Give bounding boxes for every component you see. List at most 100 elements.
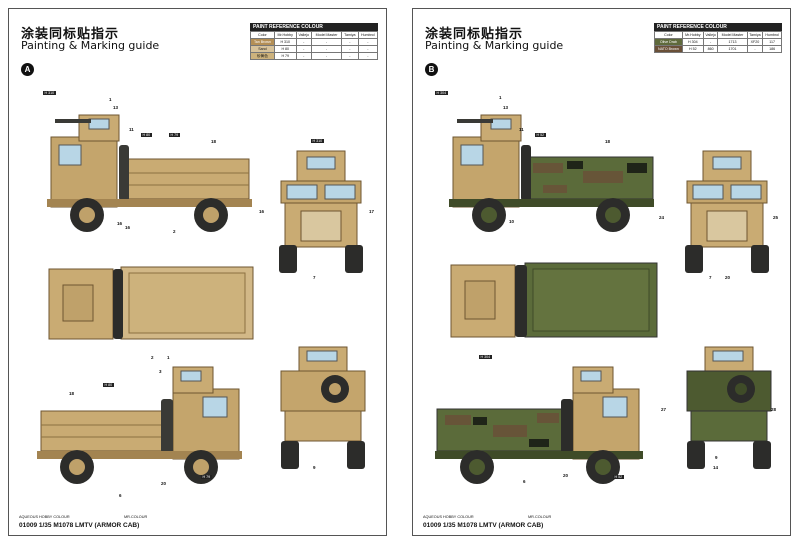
truck-rear-view <box>686 346 772 469</box>
painting-guide-sheet-b: 涂装同标贴指示 Painting & Marking guide B PAINT… <box>412 8 791 536</box>
part-number: 27 <box>661 407 667 412</box>
part-number: 18 <box>605 139 611 144</box>
ref-row: Sand H 80 - - - - <box>250 45 379 53</box>
ref-color-name: Sand <box>250 45 275 53</box>
ref-mrhobby: H 79 <box>273 52 297 60</box>
part-number: 18 <box>211 139 217 144</box>
ref-row: Olive Drab H 304 - 1713 XF20 117 <box>654 38 782 46</box>
ref-vallejo: - <box>295 38 312 46</box>
ref-header: Humbrol <box>762 31 782 39</box>
truck-side-view-right <box>47 114 252 232</box>
paint-reference-table: PAINT REFERENCE COLOUR Color Mr.Hobby Va… <box>654 23 782 53</box>
ref-mrhobby: H 80 <box>273 45 297 53</box>
ref-color-name: Olive Drab <box>654 38 683 46</box>
paint-callout: H 52 <box>613 475 624 479</box>
part-number: 17 <box>369 209 375 214</box>
footer-note: AQUEOUS HOBBY COLOUR <box>423 515 474 519</box>
part-number: 16 <box>259 209 265 214</box>
ref-header: Model Master <box>717 31 748 39</box>
footer-note: MR.COLOUR <box>124 515 148 519</box>
part-number: 1 <box>167 355 170 360</box>
part-number: 7 <box>313 275 316 280</box>
ref-humbrol: - <box>357 38 379 46</box>
footer-note: AQUEOUS HOBBY COLOUR <box>19 515 70 519</box>
ref-tamiya: XF20 <box>746 38 764 46</box>
part-number: 14 <box>713 465 719 470</box>
truck-front-view <box>685 150 769 273</box>
truck-side-view-left <box>37 366 242 484</box>
part-number: 11 <box>519 127 524 132</box>
page-title: Painting & Marking guide <box>425 39 564 52</box>
ref-header: Vallejo <box>702 31 719 39</box>
paint-callout: H 52 <box>535 133 546 137</box>
ref-header: Tamiya <box>746 31 764 39</box>
part-number: 10 <box>509 219 515 224</box>
part-number: 20 <box>725 275 731 280</box>
scheme-badge: A <box>21 63 34 76</box>
part-number: 20 <box>161 481 167 486</box>
part-number: 6 <box>523 479 526 484</box>
part-number: 24 <box>659 215 665 220</box>
truck-front-view <box>279 150 363 273</box>
ref-header: Mr.Hobby <box>273 31 297 39</box>
ref-tamiya: - <box>341 52 359 60</box>
truck-top-view <box>48 266 254 340</box>
ref-header: Mr.Hobby <box>681 31 704 39</box>
ref-tamiya: - <box>341 38 359 46</box>
part-number: 2 <box>151 355 154 360</box>
ref-humbrol: 117 <box>762 38 782 46</box>
part-number: 2 <box>173 229 176 234</box>
ref-color-name: Tan Brown <box>250 38 275 46</box>
part-number: 1 <box>109 97 112 102</box>
part-number: 11 <box>129 127 134 132</box>
ref-row: NATO Brown H 52 860 1701 - 186 <box>654 45 782 53</box>
ref-humbrol: 186 <box>762 45 782 53</box>
part-number: 20 <box>563 473 569 478</box>
part-number: 25 <box>773 215 779 220</box>
ref-vallejo: - <box>295 45 312 53</box>
truck-side-view-right <box>449 114 654 232</box>
ref-modelmaster: 1713 <box>717 38 748 46</box>
paint-callout: H 304 <box>435 91 448 95</box>
ref-modelmaster: - <box>310 45 343 53</box>
part-number: 13 <box>113 105 119 110</box>
ref-mrhobby: H 310 <box>273 38 297 46</box>
ref-header: Tamiya <box>341 31 359 39</box>
page-title-chinese: 涂装同标贴指示 <box>425 26 524 41</box>
ref-color-name: 砂黄色 <box>250 52 275 60</box>
part-number: 13 <box>503 105 509 110</box>
ref-header: Humbrol <box>357 31 379 39</box>
truck-top-view <box>450 262 658 338</box>
scheme-badge: B <box>425 63 438 76</box>
ref-modelmaster: 1701 <box>717 45 748 53</box>
page-title: Painting & Marking guide <box>21 39 160 52</box>
part-number: 28 <box>771 407 777 412</box>
ref-mrhobby: H 52 <box>681 45 704 53</box>
footer-product-code: 01009 1/35 M1078 LMTV (ARMOR CAB) <box>423 522 544 529</box>
truck-side-view-left <box>435 366 643 484</box>
ref-header: Color <box>654 31 683 39</box>
ref-modelmaster: - <box>310 52 343 60</box>
ref-tamiya: - <box>341 45 359 53</box>
ref-mrhobby: H 304 <box>681 38 704 46</box>
ref-row: 砂黄色 H 79 - - - - <box>250 52 379 60</box>
ref-vallejo: 860 <box>702 45 719 53</box>
paint-callout: H 310 <box>311 139 324 143</box>
part-number: 18 <box>69 391 75 396</box>
part-number: 16 <box>117 221 123 226</box>
ref-humbrol: - <box>357 45 379 53</box>
ref-header: Vallejo <box>295 31 312 39</box>
paint-callout: H 80 <box>103 383 114 387</box>
part-number: 7 <box>709 275 712 280</box>
part-number: 3 <box>159 369 162 374</box>
truck-rear-view <box>280 346 366 469</box>
part-number: 9 <box>313 465 316 470</box>
paint-reference-title: PAINT REFERENCE COLOUR <box>250 23 378 31</box>
part-number: 16 <box>125 225 131 230</box>
ref-humbrol: - <box>357 52 379 60</box>
ref-vallejo: - <box>702 38 719 46</box>
part-number: 9 <box>715 455 718 460</box>
ref-color-name: NATO Brown <box>654 45 683 53</box>
paint-callout: H 79 <box>201 475 212 479</box>
ref-row: Tan Brown H 310 - - - - <box>250 38 379 46</box>
